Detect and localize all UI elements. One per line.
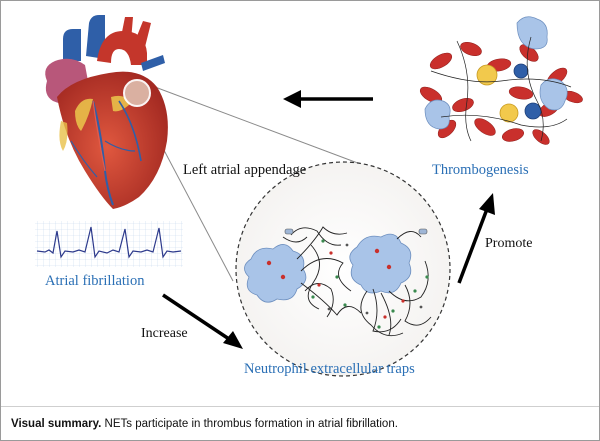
left-atrial-appendage-zoom xyxy=(235,161,451,377)
promote-arrow xyxy=(457,193,495,284)
nets-label: Neutrophil extracellular traps xyxy=(244,361,415,377)
caption-text: NETs participate in thrombus formation i… xyxy=(101,418,398,430)
caption-title: Visual summary. xyxy=(11,418,102,430)
increase-arrow xyxy=(162,293,243,349)
caption-bar: Visual summary. NETs participate in thro… xyxy=(1,406,599,440)
atrial-fibrillation-label: Atrial fibrillation xyxy=(45,273,145,289)
thrombogenesis-label: Thrombogenesis xyxy=(432,162,529,178)
appendage-highlight xyxy=(123,79,151,107)
thrombus-to-heart-arrow xyxy=(283,90,373,108)
nets-illustration xyxy=(244,226,432,337)
increase-label: Increase xyxy=(141,326,188,341)
thrombus-illustration xyxy=(419,16,583,145)
promote-label: Promote xyxy=(485,236,532,251)
ecg-strip xyxy=(35,221,183,267)
diagram-canvas: Atrial fibrillation Increase Left atrial… xyxy=(35,15,583,377)
heart-illustration xyxy=(45,15,168,209)
left-atrial-appendage-label: Left atrial appendage xyxy=(183,162,306,178)
